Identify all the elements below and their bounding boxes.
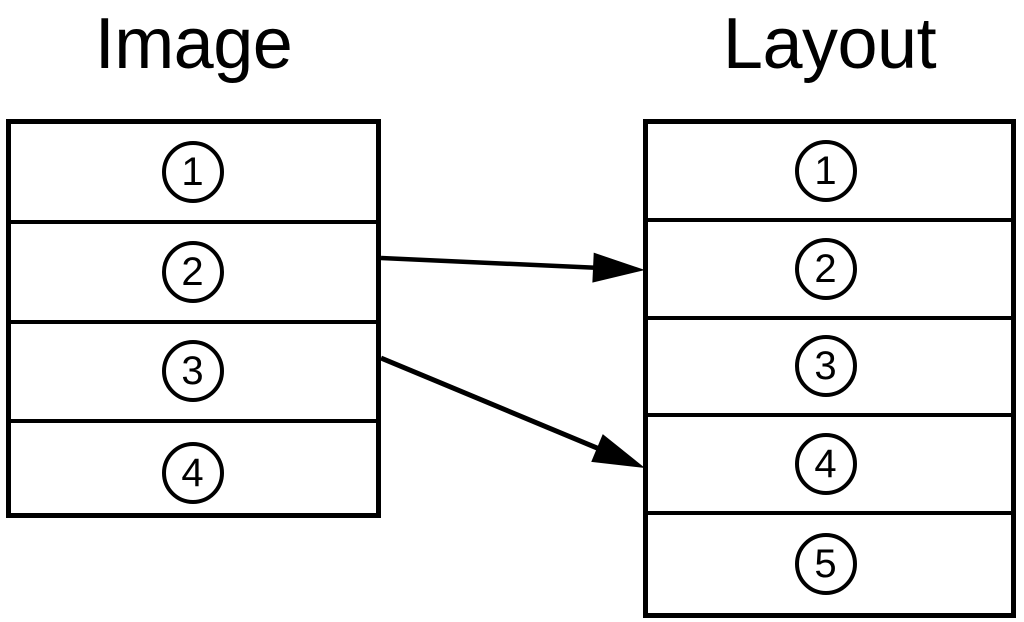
image-row-2[interactable]: 2 <box>11 224 376 324</box>
badge-circle-2: 2 <box>794 237 857 300</box>
image-row-1[interactable]: 1 <box>11 124 376 224</box>
badge-circle-1: 1 <box>161 140 224 203</box>
page-title-layout: Layout <box>722 4 937 84</box>
arrow-head-icon <box>592 252 645 283</box>
badge-circle-1: 1 <box>794 139 857 202</box>
arrow-image-2-to-layout-2 <box>380 252 645 283</box>
layout-row-5[interactable]: 5 <box>648 515 1011 613</box>
badge-circle-5: 5 <box>794 533 857 596</box>
image-row-3[interactable]: 3 <box>11 324 376 424</box>
badge-circle-3: 3 <box>161 340 224 403</box>
badge-circle-4: 4 <box>161 442 224 505</box>
layout-row-2[interactable]: 2 <box>648 222 1011 320</box>
badge-circle-2: 2 <box>161 240 224 303</box>
image-stack: 1 2 3 4 <box>6 119 381 518</box>
image-row-4[interactable]: 4 <box>11 423 376 523</box>
layout-stack: 1 2 3 4 5 <box>643 119 1016 618</box>
badge-circle-4: 4 <box>794 433 857 496</box>
page-title-image: Image <box>94 4 293 84</box>
layout-row-1[interactable]: 1 <box>648 124 1011 222</box>
layout-row-3[interactable]: 3 <box>648 320 1011 418</box>
arrow-shaft-icon <box>380 355 606 454</box>
arrow-image-3-to-layout-4 <box>380 355 645 468</box>
arrow-shaft-icon <box>380 255 602 271</box>
arrow-head-icon <box>591 434 645 468</box>
layout-row-4[interactable]: 4 <box>648 417 1011 516</box>
badge-circle-3: 3 <box>794 335 857 398</box>
